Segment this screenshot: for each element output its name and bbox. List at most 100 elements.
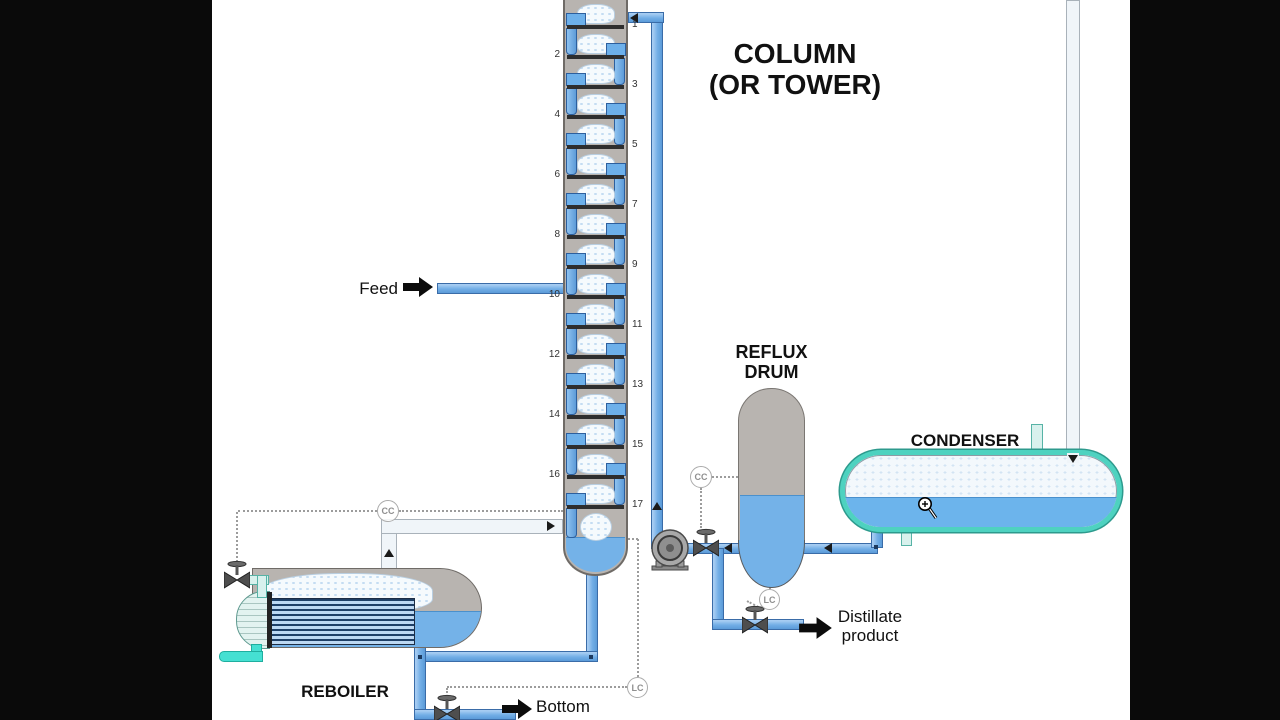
tray-deck xyxy=(567,475,624,479)
junction-dot-2 xyxy=(418,655,422,659)
tray-number: 7 xyxy=(632,199,638,210)
tray-stream xyxy=(614,418,625,445)
tray-foam xyxy=(577,484,615,504)
reboiler-tubesheet xyxy=(267,592,272,648)
tray-deck xyxy=(567,235,624,239)
tray-deck xyxy=(567,145,624,149)
tray-foam xyxy=(577,154,615,174)
junction-dot-1 xyxy=(589,655,593,659)
tray-number: 16 xyxy=(548,469,560,480)
tray-deck xyxy=(567,385,624,389)
tray-stream xyxy=(566,148,577,175)
overhead-vapor-pipe xyxy=(1066,0,1080,458)
bottoms-header-pipe xyxy=(414,651,598,662)
tray-foam xyxy=(577,34,615,54)
tray-number: 12 xyxy=(548,349,560,360)
condenser-drain-stub xyxy=(901,530,912,546)
tray-number: 8 xyxy=(554,229,560,240)
cc-reboiler-line-right xyxy=(399,510,563,512)
tray-deck xyxy=(567,415,624,419)
tray-deck xyxy=(567,355,624,359)
tray-number: 9 xyxy=(632,259,638,270)
title-line2: (OR TOWER) xyxy=(708,69,882,100)
cc-reflux-line xyxy=(712,476,738,478)
tray-stream xyxy=(566,328,577,355)
tray-number: 2 xyxy=(554,49,560,60)
condensate-flow-arrow-1 xyxy=(724,543,732,553)
reflux-entry-flow-arrow xyxy=(630,13,638,23)
letterbox-left-bar xyxy=(0,0,212,720)
tray-stream xyxy=(614,358,625,385)
bottom-arrow-icon xyxy=(502,699,532,719)
distillate-valve-icon xyxy=(742,605,768,634)
tray-deck xyxy=(567,325,624,329)
tray-number: 3 xyxy=(632,79,638,90)
tray-foam xyxy=(577,94,615,114)
tray-number: 5 xyxy=(632,139,638,150)
reboiler-tube-bundle xyxy=(265,598,415,645)
tray-number: 13 xyxy=(632,379,644,390)
cc-reboiler-line-left xyxy=(238,510,377,512)
lc-bottoms-sense-stub xyxy=(628,538,638,540)
tray-deck xyxy=(567,265,624,269)
reflux-drum-label: REFLUX DRUM xyxy=(705,342,838,382)
reboiler-label: REBOILER xyxy=(301,682,389,701)
distillate-label: Distillate product xyxy=(830,607,910,645)
tray-foam xyxy=(577,304,615,324)
reflux-drum-liquid xyxy=(739,495,804,542)
lc-bottoms-sense-line xyxy=(637,539,639,677)
reflux-riser-flow-arrow xyxy=(652,502,662,510)
tray-stream xyxy=(614,298,625,325)
tray-stream xyxy=(614,118,625,145)
condenser-label: CONDENSER xyxy=(910,431,1020,450)
tray-number: 14 xyxy=(548,409,560,420)
tray-stream xyxy=(614,58,625,85)
tray-number: 6 xyxy=(554,169,560,180)
steam-valve-icon xyxy=(224,560,250,589)
tray-number: 1 xyxy=(632,19,638,30)
distillate-label-line1: Distillate xyxy=(837,607,903,626)
reflux-cc-controller: CC xyxy=(690,466,712,488)
reboiler-vapor-return-pipe xyxy=(381,519,563,534)
tray-stream xyxy=(614,478,625,505)
tray-foam xyxy=(577,424,615,444)
distillate-arrow-icon xyxy=(799,617,832,639)
bottoms-outlet-pipe xyxy=(414,709,516,720)
vapor-into-column-arrow xyxy=(547,521,555,531)
tray-deck xyxy=(567,445,624,449)
condenser-liquid xyxy=(845,497,1117,527)
cc-reflux-signal-line xyxy=(700,488,702,528)
tray-deck xyxy=(567,175,624,179)
tray-stream xyxy=(566,508,577,538)
feed-label: Feed xyxy=(359,279,398,298)
tray-number: 11 xyxy=(632,319,643,330)
reflux-drum-label-line2: DRUM xyxy=(744,362,799,382)
tray-foam xyxy=(577,394,615,414)
reboiler-shell xyxy=(252,568,482,648)
tray-foam xyxy=(577,214,615,234)
tray-deck xyxy=(567,85,624,89)
junction-dot-3 xyxy=(874,545,878,549)
tray-foam xyxy=(577,454,615,474)
tray-deck xyxy=(567,205,624,209)
bottoms-valve-icon xyxy=(434,694,460,720)
distillate-drop-pipe xyxy=(712,548,724,626)
condenser-shell xyxy=(840,450,1122,532)
tray-deck xyxy=(567,295,624,299)
drum-lc-controller: LC xyxy=(759,589,780,610)
tray-stream xyxy=(566,388,577,415)
tray-foam xyxy=(577,4,615,24)
title-line1: COLUMN xyxy=(733,38,857,69)
lc-bottoms-valve-stub xyxy=(446,688,448,697)
steam-inlet-drop xyxy=(257,575,267,598)
zoom-cursor-icon xyxy=(918,497,938,519)
cc-steam-signal-line xyxy=(236,512,238,566)
column-sump-foam xyxy=(580,513,612,541)
tray-stream xyxy=(566,208,577,235)
tray-number: 4 xyxy=(554,109,560,120)
reboiler-vapor-flow-arrow xyxy=(384,549,394,557)
tray-deck xyxy=(567,55,624,59)
tray-stream xyxy=(614,238,625,265)
tray-stream xyxy=(566,268,577,295)
tray-stream xyxy=(566,28,577,55)
